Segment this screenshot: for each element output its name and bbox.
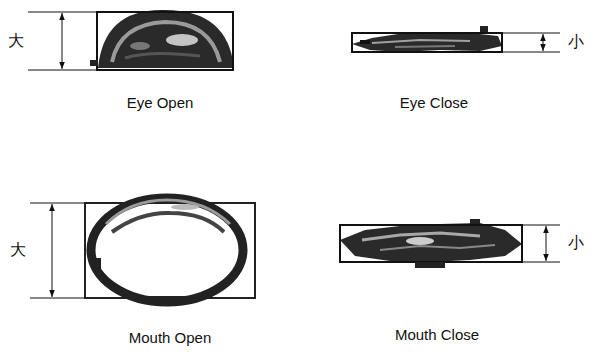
caption: Mouth Open bbox=[129, 329, 212, 347]
dimension-label: 小 bbox=[568, 233, 584, 252]
mouth-close-figure bbox=[340, 219, 522, 268]
dimension-label: 小 bbox=[568, 32, 584, 51]
dimension-lines bbox=[28, 12, 560, 298]
dimension-label: 大 bbox=[8, 31, 24, 50]
eye-close-figure bbox=[352, 26, 502, 52]
mouth-open-figure bbox=[85, 198, 255, 304]
eye-open-figure bbox=[90, 10, 234, 70]
caption: Eye Open bbox=[127, 94, 194, 112]
caption: Mouth Close bbox=[395, 326, 479, 344]
dimension-label: 大 bbox=[10, 240, 26, 259]
caption: Eye Close bbox=[400, 94, 468, 112]
